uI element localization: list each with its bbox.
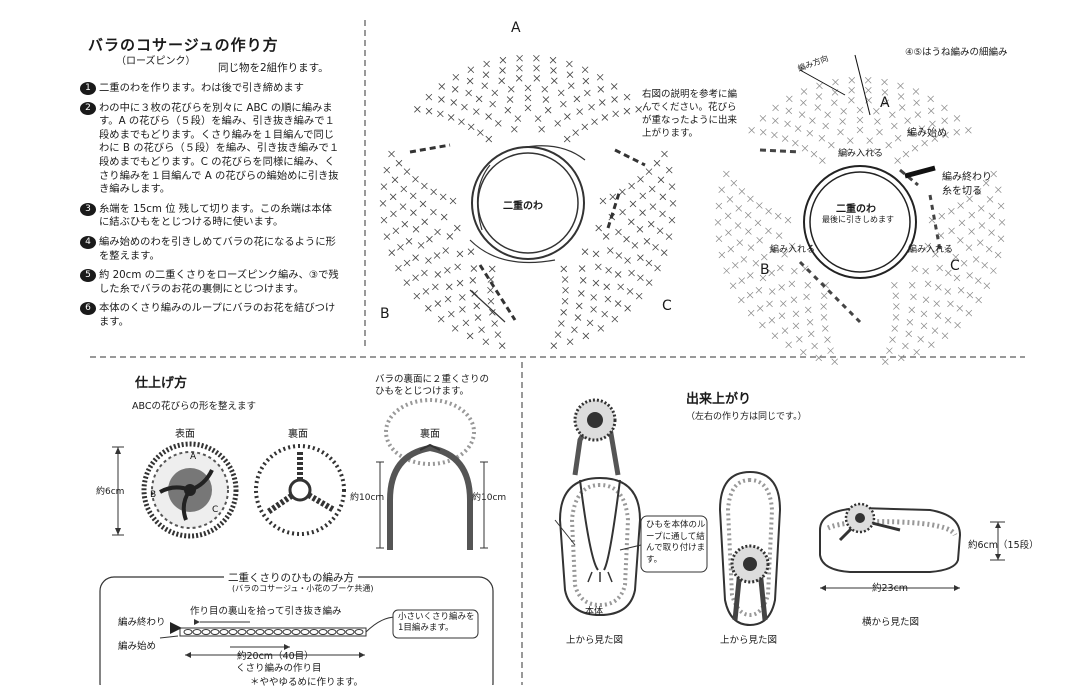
slipper-top-view-1 (554, 476, 642, 617)
rose-back-icon (254, 444, 346, 536)
end-label: 編み終わり (942, 172, 992, 183)
cord-pickup: 作り目の裏山を拾って引き抜き編み (190, 606, 342, 617)
rose-b-label: B (150, 490, 157, 500)
step-number: 4 (80, 235, 96, 249)
front-label: 表面 (175, 429, 195, 440)
rose-front-icon (141, 441, 239, 539)
rose-with-cord-icon (376, 398, 488, 550)
step-text: 本体のくさり編みのループにバラのお花を結びつけます。 (99, 302, 336, 328)
cord-start: 編み始め (118, 641, 157, 652)
step-number: 3 (80, 202, 96, 216)
result-callout: ひもを本体のループに通して結んで取り付けます。 (646, 520, 706, 565)
cord-callout: 小さいくさり編みを1目編みます。 (398, 612, 475, 633)
insert-label-2: 編み入れる (770, 245, 816, 255)
attach-note: バラの裏面に２重くさりのひもをとじつけます。 (375, 374, 490, 397)
cord-chain-label: くさり編みの作り目 (236, 663, 322, 674)
step-text: 約 20cm の二重くさりをローズピンク編み、③で残した糸でバラのお花の裏側にと… (99, 269, 339, 295)
start-label: 編み始め (907, 128, 947, 139)
ring-label-left: 二重のわ (503, 201, 543, 212)
top-view-label-2: 上から見た図 (720, 635, 778, 646)
cord-length: 約20cm（40目） (237, 651, 314, 662)
middle-note: 右図の説明を参考に編んでください。花びらが重なったように出来上がります。 (642, 89, 738, 139)
step-number: 1 (80, 82, 96, 95)
back-label-2: 裏面 (420, 429, 440, 440)
same-note: 同じ物を2組作ります。 (218, 62, 329, 74)
petal-label-c: C (662, 298, 672, 314)
insert-label-1: 編み入れる (838, 149, 884, 159)
finishing-note: ABCの花びらの形を整えます (132, 401, 256, 412)
slipper-side-view (819, 502, 1005, 591)
height-label: 約6cm（15段） (968, 540, 1039, 551)
step-text: 二重のわを作ります。わは後で引き締めます (99, 82, 304, 94)
cord-end: 編み終わり (118, 617, 166, 628)
step-number: 5 (80, 269, 96, 283)
cord-subtitle: (バラのコサージュ・小花のブーケ共通) (232, 584, 374, 593)
result-title: 出来上がり (686, 392, 752, 407)
width-label: 約23cm (872, 583, 909, 594)
result-note: （左右の作り方は同じです。） (686, 412, 807, 422)
step-number: 2 (80, 101, 96, 115)
rose-small-icon (572, 398, 621, 476)
rose-c-label: C (212, 505, 219, 515)
finishing-title: 仕上げ方 (135, 376, 188, 391)
petal-label-b: B (380, 306, 390, 322)
result-callout-box (640, 515, 708, 573)
ring-sub-label: 最後に引きしめます (822, 215, 894, 224)
insert-label-3: 編み入れる (908, 245, 954, 255)
crochet-chart-left (379, 54, 677, 349)
ring-label-right: 二重のわ (836, 204, 876, 215)
rose-a-label: A (190, 452, 197, 462)
petal-label-c-right: C (950, 258, 960, 274)
finishing-drawings (99, 398, 494, 685)
step-text: 編み始めのわを引きしめてバラの花になるように形を整えます。 (99, 235, 336, 262)
cord-chain-diagram (159, 616, 397, 658)
cord-callout-box (392, 609, 479, 639)
page-title: バラのコサージュの作り方 (88, 36, 279, 54)
cord-tip: ＊ややゆるめに作ります。 (250, 677, 364, 688)
page-subtitle: （ローズピンク） (116, 56, 196, 67)
step-text: わの中に３枚の花びらを別々に ABC の順に編みます。A の花びら（５段）を編み… (99, 101, 340, 196)
size-label: 約6cm (96, 487, 125, 497)
side-view-label: 横から見た図 (862, 617, 920, 628)
petal-label-a: A (511, 20, 521, 36)
step-text: 糸端を 15cm 位 残して切ります。この糸端は本体に結ぶひもをとじつける時に使… (99, 202, 332, 229)
cord-len-right: 約10cm (472, 493, 507, 503)
body-label: 本体 (585, 607, 604, 617)
cord-title: 二重くさりのひもの編み方 (224, 570, 358, 585)
result-drawings (554, 398, 1005, 627)
crochet-chart-right (714, 54, 1006, 365)
right-top-note: ④⑤はうね編みの細編み (905, 47, 1008, 58)
slipper-top-view-2 (718, 470, 782, 627)
top-view-label-1: 上から見た図 (566, 635, 624, 646)
petal-label-a-right: A (880, 95, 890, 111)
cord-len-left: 約10cm (350, 493, 385, 503)
step-number: 6 (80, 302, 96, 316)
cut-label: 糸を切る (942, 186, 982, 197)
petal-label-b-right: B (760, 262, 770, 278)
back-label: 裏面 (288, 429, 308, 440)
